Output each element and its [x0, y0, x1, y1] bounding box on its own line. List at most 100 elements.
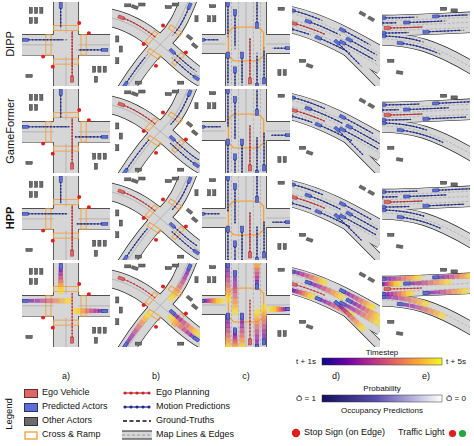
- motion-prediction-dot: [234, 192, 236, 194]
- ego-planning-dot: [249, 66, 251, 68]
- motion-prediction-dot: [397, 206, 399, 208]
- motion-prediction-dot: [416, 195, 418, 197]
- road-edge: [382, 109, 470, 112]
- motion-prediction-dot: [187, 64, 189, 66]
- road-edge: [22, 34, 110, 56]
- motion-prediction: [257, 2, 258, 25]
- motion-prediction-dot: [141, 148, 143, 150]
- crosswalk: [81, 122, 86, 142]
- predicted-actor: [226, 176, 229, 180]
- lane-line: [66, 57, 67, 86]
- motion-prediction-dot: [144, 231, 146, 233]
- other-actor: [388, 59, 394, 62]
- motion-prediction-dot: [441, 20, 443, 22]
- motion-prediction-dot: [263, 232, 265, 234]
- predicted-actor: [233, 67, 236, 73]
- motion-prediction-dot: [318, 111, 320, 113]
- motion-prediction-dot: [60, 198, 62, 200]
- ego-planning-dot: [71, 155, 73, 157]
- motion-prediction-dot: [366, 136, 368, 138]
- motion-prediction-dot: [296, 30, 298, 32]
- motion-prediction-dot: [174, 234, 176, 236]
- motion-prediction-dot: [263, 235, 265, 237]
- motion-prediction-dot: [351, 220, 353, 222]
- motion-prediction-dot: [413, 195, 415, 197]
- stop-sign: [87, 292, 91, 296]
- motion-prediction-dot: [429, 49, 431, 51]
- stop-sign: [77, 195, 81, 199]
- predicted-actor: [339, 114, 346, 120]
- lane-centerline: [292, 16, 380, 60]
- motion-prediction-dot: [458, 30, 460, 32]
- motion-prediction-dot: [227, 187, 229, 189]
- motion-prediction-dot: [46, 126, 48, 128]
- occupancy-cell: [35, 299, 41, 303]
- motion-prediction-dot: [43, 126, 45, 128]
- scene-panel: [292, 176, 380, 260]
- lane-centerline: [242, 2, 243, 86]
- ground-truth: [400, 43, 441, 55]
- predicted-actor: [202, 38, 205, 41]
- road-edge: [125, 89, 189, 173]
- stop-sign: [51, 239, 55, 243]
- other-actor: [278, 70, 281, 76]
- motion-prediction-dot: [341, 220, 343, 222]
- motion-prediction-dot: [219, 126, 221, 128]
- motion-prediction-dot: [457, 117, 459, 119]
- road-edge: [22, 295, 110, 317]
- motion-prediction-dot: [394, 109, 396, 111]
- motion-prediction-dot: [172, 209, 174, 211]
- motion-prediction-dot: [227, 99, 229, 101]
- crosswalk: [54, 233, 79, 238]
- ego-vehicle: [292, 21, 297, 26]
- lane-centerline: [242, 89, 243, 173]
- ground-truth: [387, 113, 422, 115]
- predicted-actor: [262, 78, 265, 84]
- motion-prediction-dot: [402, 17, 404, 19]
- motion-prediction: [382, 104, 418, 106]
- crosswalk: [46, 209, 51, 229]
- ego-planning-dot: [71, 293, 73, 295]
- motion-prediction-dot: [178, 26, 180, 28]
- other-actor: [125, 178, 131, 181]
- motion-prediction: [235, 187, 236, 223]
- motion-prediction-dot: [60, 25, 62, 27]
- lane-centerline: [122, 176, 186, 260]
- motion-prediction-dot: [60, 109, 62, 111]
- ground-truth: [257, 2, 258, 26]
- motion-prediction-dot: [365, 229, 367, 231]
- motion-prediction-dot: [136, 68, 138, 70]
- motion-prediction-dot: [397, 109, 399, 111]
- scene-panel: [112, 2, 200, 86]
- motion-prediction-dot: [439, 227, 441, 229]
- motion-prediction-dot: [177, 55, 179, 57]
- road-surface: [292, 193, 380, 237]
- motion-prediction: [342, 117, 372, 133]
- motion-prediction-dot: [227, 193, 229, 195]
- motion-prediction-dot: [372, 139, 374, 141]
- motion-prediction-dot: [412, 39, 414, 41]
- ego-planning-dot: [407, 27, 409, 29]
- lane-centerline: [227, 176, 228, 260]
- motion-prediction-dot: [234, 163, 236, 165]
- ground-truth: [400, 217, 441, 229]
- motion-prediction-dot: [256, 179, 258, 181]
- ego-planning-dot: [249, 220, 251, 222]
- motion-prediction-dot: [429, 136, 431, 138]
- ego-planning-dot: [323, 120, 325, 122]
- other-actor: [94, 163, 97, 169]
- other-actor: [283, 244, 286, 250]
- motion-prediction-dot: [183, 104, 185, 106]
- motion-prediction-dot: [392, 191, 394, 193]
- ground-truth: [294, 110, 325, 121]
- motion-prediction-dot: [227, 203, 229, 205]
- motion-prediction-dot: [333, 44, 335, 46]
- other-actor: [278, 157, 281, 163]
- ego-planning-dot: [71, 45, 73, 47]
- predicted-actor: [382, 195, 383, 198]
- motion-prediction-dot: [182, 240, 184, 242]
- predicted-actor: [122, 255, 128, 260]
- predicted-actor: [102, 309, 108, 312]
- motion-prediction-dot: [241, 255, 243, 257]
- motion-prediction-dot: [317, 198, 319, 200]
